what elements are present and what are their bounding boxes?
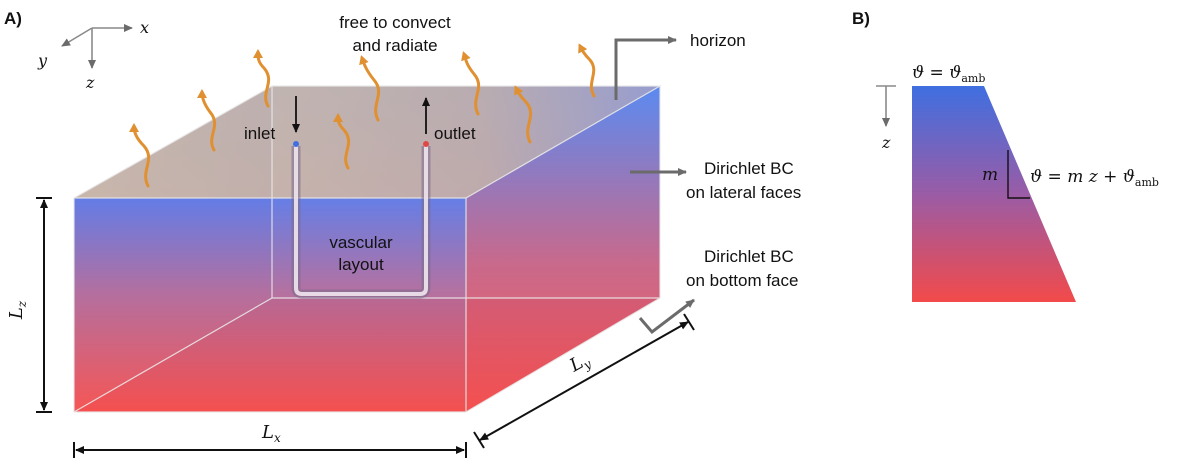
slope-label: m — [982, 165, 998, 185]
depth-axis — [876, 85, 896, 127]
vascular-label-line2: layout — [338, 255, 384, 274]
panel-a-tag: A) — [4, 9, 22, 28]
axis-x-label: x — [140, 18, 149, 37]
inlet-label: inlet — [244, 124, 275, 143]
outlet-port — [423, 141, 429, 147]
convection-arrow — [333, 113, 351, 170]
vascular-label-line1: vascular — [329, 233, 393, 252]
lx-label: Lx — [261, 422, 281, 445]
convection-arrow — [578, 43, 596, 98]
ly-tick-end — [683, 313, 695, 331]
lateral-bc-line1: Dirichlet BC — [704, 159, 794, 178]
lateral-bc-line2: on lateral faces — [686, 183, 801, 202]
ly-label: Ly — [565, 349, 594, 379]
depth-axis-label: z — [881, 133, 891, 152]
convection-arrow — [359, 55, 381, 122]
horizon-label: horizon — [690, 31, 746, 50]
profile-equation: ϑ = m z + ϑamb — [1030, 167, 1159, 189]
temperature-profile — [912, 86, 1076, 302]
inlet-port — [293, 141, 299, 147]
top-equation: ϑ = ϑamb — [912, 63, 985, 85]
axis-z-label: z — [85, 73, 95, 92]
box-edges — [73, 85, 663, 413]
axis-y-label: y — [37, 51, 48, 70]
convection-arrow — [129, 123, 151, 188]
axis-triad — [61, 24, 133, 69]
convection-arrow — [514, 85, 533, 144]
ly-tick-start — [473, 431, 485, 449]
ly-dimension-arrow — [479, 321, 689, 441]
panel-b-tag: B) — [852, 9, 870, 28]
top-label-line1: free to convect — [339, 13, 451, 32]
slope-triangle — [1007, 150, 1030, 199]
horizon-pointer — [614, 36, 677, 100]
box-front-face — [74, 198, 466, 412]
outlet-label: outlet — [434, 124, 476, 143]
convection-arrow — [461, 51, 481, 116]
convection-arrow — [253, 49, 271, 108]
convection-arrow — [197, 89, 217, 152]
bottom-bc-line2: on bottom face — [686, 271, 798, 290]
lz-label: Lz — [6, 300, 29, 320]
bottom-bc-line1: Dirichlet BC — [704, 247, 794, 266]
top-label-line2: and radiate — [352, 36, 437, 55]
convection-arrows — [129, 43, 596, 188]
vascular-channel — [291, 146, 431, 299]
